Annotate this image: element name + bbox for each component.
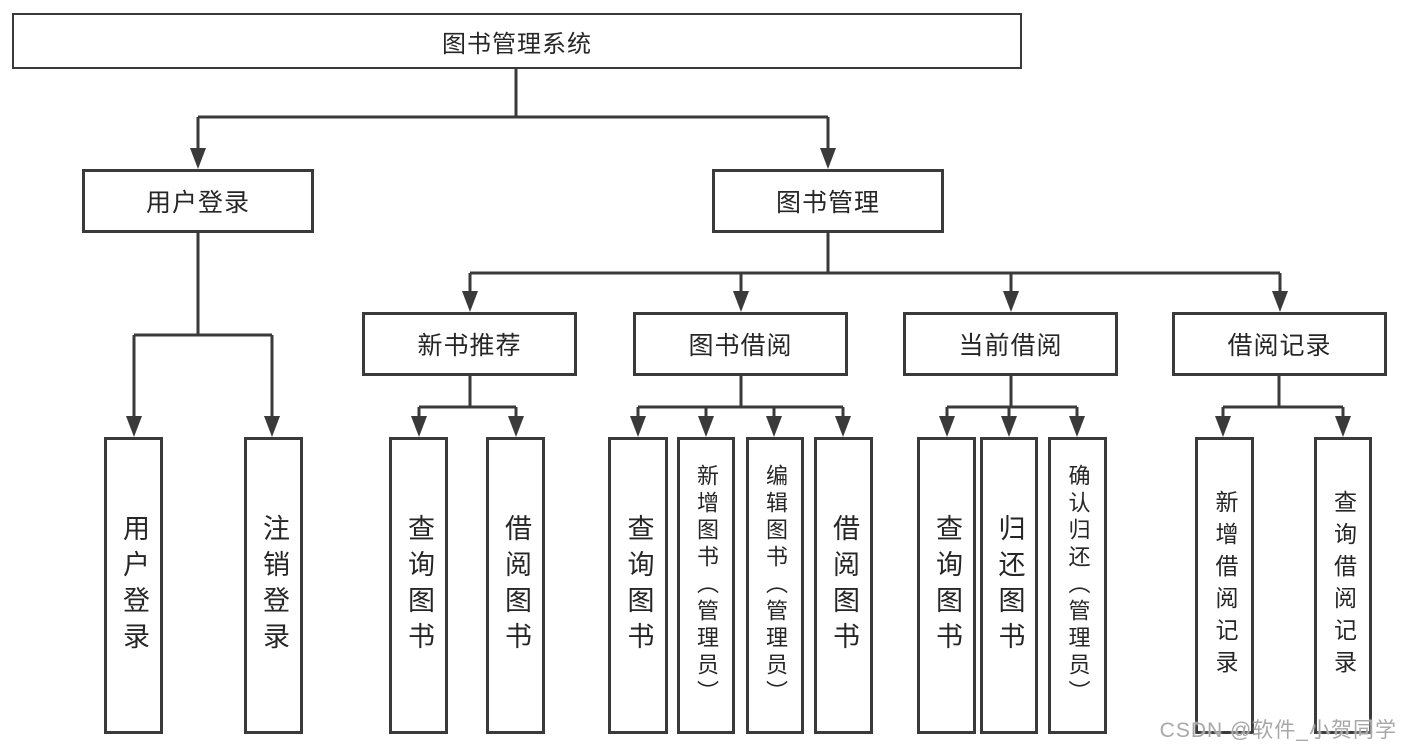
node-library-management-system: 图书管理系统 bbox=[12, 13, 1022, 69]
connector-curborrow-to-children bbox=[945, 375, 1079, 418]
connector-bookmgmt-to-level3 bbox=[468, 232, 1282, 293]
node-label: 图书管理 bbox=[775, 189, 880, 217]
node-current-return-book: 归还图书 bbox=[980, 437, 1038, 734]
arrowhead bbox=[126, 416, 142, 437]
arrowhead bbox=[1069, 416, 1085, 437]
arrowhead bbox=[508, 416, 524, 437]
node-current-confirm-return-admin: 确认归还（管理员） bbox=[1048, 437, 1107, 734]
node-label: 查询借阅记录 bbox=[1330, 489, 1357, 682]
node-label: 编辑图书（管理员） bbox=[763, 464, 788, 707]
arrowhead bbox=[939, 416, 955, 437]
connector-bookborrow-to-children bbox=[636, 375, 845, 418]
arrowhead bbox=[1272, 291, 1288, 312]
connector-newbook-to-children bbox=[417, 375, 518, 418]
node-label: 查询图书 bbox=[404, 513, 434, 658]
node-logout: 注销登录 bbox=[244, 437, 303, 734]
arrowhead bbox=[264, 416, 280, 437]
arrowhead bbox=[411, 416, 427, 437]
arrowhead bbox=[766, 416, 782, 437]
node-label: 查询图书 bbox=[623, 513, 654, 658]
node-label: 借阅图书 bbox=[501, 513, 531, 658]
connector-root-to-level2 bbox=[196, 68, 830, 150]
node-new-book-recommendation: 新书推荐 bbox=[362, 312, 577, 376]
node-label: 借阅记录 bbox=[1227, 332, 1332, 360]
node-current-query-book: 查询图书 bbox=[917, 437, 976, 734]
arrowhead bbox=[462, 291, 478, 312]
node-newbook-borrow-book: 借阅图书 bbox=[486, 437, 545, 734]
csdn-watermark: CSDN @软件_小贺同学 bbox=[1159, 719, 1397, 742]
node-label: 用户登录 bbox=[145, 189, 250, 217]
node-label: 归还图书 bbox=[994, 513, 1025, 658]
node-label: 确认归还（管理员） bbox=[1065, 464, 1091, 707]
node-borrow-edit-book-admin: 编辑图书（管理员） bbox=[746, 437, 804, 734]
node-label: 用户登录 bbox=[119, 513, 149, 658]
node-label: 注销登录 bbox=[259, 513, 289, 658]
arrowhead bbox=[820, 148, 836, 169]
arrowhead bbox=[733, 291, 749, 312]
arrowhead bbox=[190, 148, 206, 169]
node-newbook-query-book: 查询图书 bbox=[389, 437, 448, 734]
node-label: 新增借阅记录 bbox=[1212, 489, 1238, 682]
arrowhead bbox=[835, 416, 851, 437]
node-book-management: 图书管理 bbox=[712, 169, 944, 233]
arrowhead bbox=[630, 416, 646, 437]
node-label: 图书借阅 bbox=[688, 332, 793, 360]
node-label: 借阅图书 bbox=[829, 513, 859, 658]
node-label: 当前借阅 bbox=[958, 332, 1063, 360]
node-borrow-borrow-book: 借阅图书 bbox=[814, 437, 873, 734]
arrowhead bbox=[1003, 291, 1019, 312]
arrowhead bbox=[698, 416, 714, 437]
node-records-query-record: 查询借阅记录 bbox=[1314, 437, 1372, 734]
node-label: 新增图书（管理员） bbox=[694, 464, 719, 707]
node-borrow-query-book: 查询图书 bbox=[608, 437, 668, 734]
arrowhead bbox=[1001, 416, 1017, 437]
arrowhead bbox=[1335, 416, 1351, 437]
node-label: 新书推荐 bbox=[417, 332, 522, 360]
node-book-borrowing: 图书借阅 bbox=[633, 312, 848, 376]
node-user-login: 用户登录 bbox=[82, 169, 314, 233]
node-current-borrowing: 当前借阅 bbox=[903, 312, 1118, 376]
node-label: 图书管理系统 bbox=[442, 30, 592, 58]
node-label: 查询图书 bbox=[932, 513, 962, 658]
node-borrowing-records: 借阅记录 bbox=[1172, 312, 1387, 376]
arrowhead bbox=[1215, 416, 1231, 437]
connector-records-to-children bbox=[1221, 375, 1345, 418]
node-user-login-leaf: 用户登录 bbox=[104, 437, 163, 734]
connector-userlogin-to-children bbox=[132, 232, 274, 418]
node-records-add-record: 新增借阅记录 bbox=[1195, 437, 1254, 734]
node-borrow-add-book-admin: 新增图书（管理员） bbox=[677, 437, 735, 734]
